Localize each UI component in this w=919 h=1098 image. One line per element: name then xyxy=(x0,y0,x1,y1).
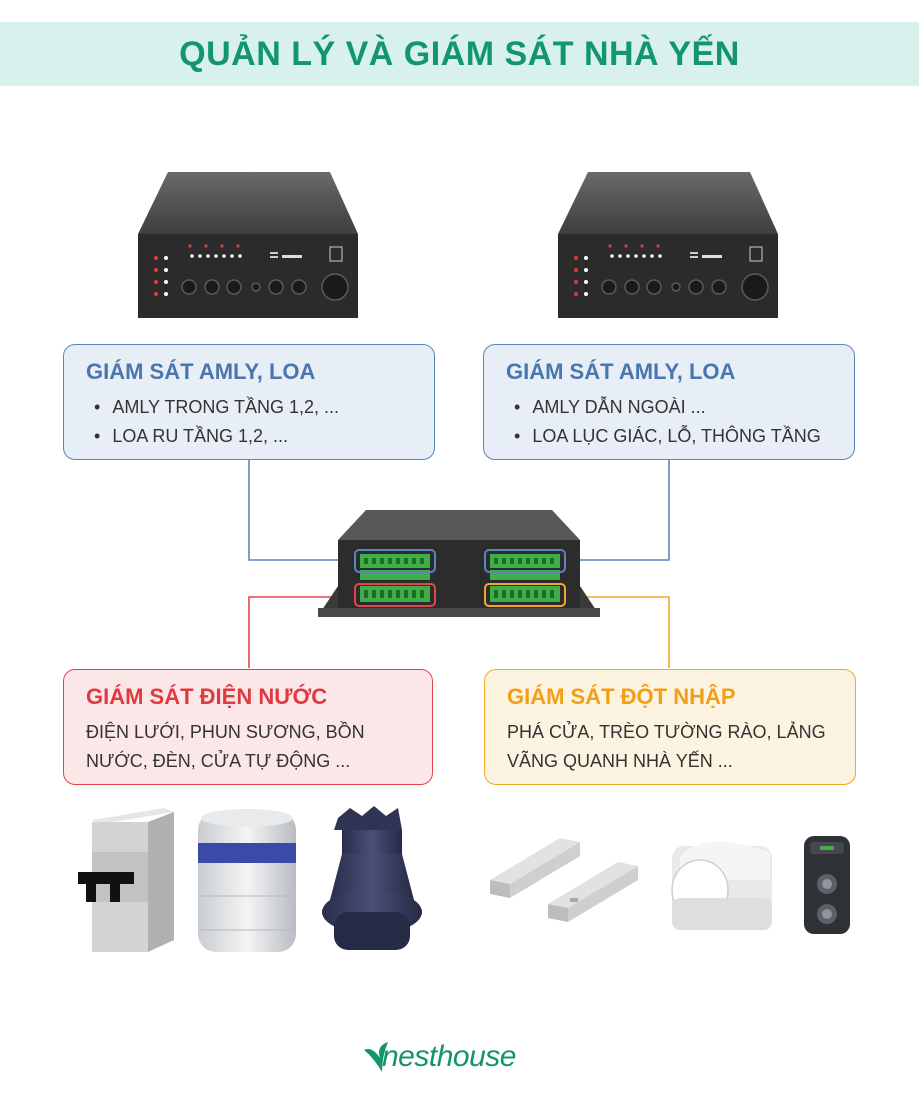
box-text-line: PHÁ CỬA, TRÈO TƯỜNG RÀO, LẢNG xyxy=(507,722,826,742)
beam-sensor-icon xyxy=(804,836,850,934)
amplifier-icon xyxy=(558,172,778,318)
box-title: GIÁM SÁT AMLY, LOA xyxy=(86,359,316,384)
motion-sensor-icon xyxy=(671,841,772,930)
door-magnetic-sensor-icon xyxy=(490,838,638,922)
nesthouse-logo-icon xyxy=(364,1042,388,1072)
mist-nozzle-icon xyxy=(322,806,422,950)
water-tank-icon xyxy=(198,809,296,952)
header-band xyxy=(0,22,919,86)
amp-monitor-box-left: GIÁM SÁT AMLY, LOA AMLY TRONG TẦNG 1,2, … xyxy=(63,344,435,460)
controller-hub-icon xyxy=(318,510,600,617)
amplifier-icon xyxy=(138,172,358,318)
box-text-line: VÃNG QUANH NHÀ YẾN ... xyxy=(507,751,733,771)
box-text-line: ĐIỆN LƯỚI, PHUN SƯƠNG, BỒN xyxy=(86,722,365,742)
box-title: GIÁM SÁT ĐIỆN NƯỚC xyxy=(86,684,328,709)
list-item: AMLY DẪN NGOÀI ... xyxy=(514,393,832,422)
box-text-line: NƯỚC, ĐÈN, CỬA TỰ ĐỘNG ... xyxy=(86,751,351,771)
list-item: LOA LỤC GIÁC, LỖ, THÔNG TẦNG xyxy=(514,422,832,451)
box-title: GIÁM SÁT AMLY, LOA xyxy=(506,359,736,384)
power-water-monitor-box: GIÁM SÁT ĐIỆN NƯỚC ĐIỆN LƯỚI, PHUN SƯƠNG… xyxy=(63,669,433,785)
list-item: LOA RU TẦNG 1,2, ... xyxy=(94,422,412,451)
list-item: AMLY TRONG TẦNG 1,2, ... xyxy=(94,393,412,422)
box-list: AMLY TRONG TẦNG 1,2, ... LOA RU TẦNG 1,2… xyxy=(86,393,412,451)
circuit-breaker-icon xyxy=(78,808,174,952)
box-list: AMLY DẪN NGOÀI ... LOA LỤC GIÁC, LỖ, THÔ… xyxy=(506,393,832,451)
intrusion-monitor-box: GIÁM SÁT ĐỘT NHẬP PHÁ CỬA, TRÈO TƯỜNG RÀ… xyxy=(484,669,856,785)
box-title: GIÁM SÁT ĐỘT NHẬP xyxy=(507,684,736,709)
page-title: QUẢN LÝ VÀ GIÁM SÁT NHÀ YẾN xyxy=(179,35,740,73)
brand-logo-text: nesthouse xyxy=(382,1040,516,1073)
terminal-block xyxy=(360,554,560,602)
amp-monitor-box-right: GIÁM SÁT AMLY, LOA AMLY DẪN NGOÀI ... LO… xyxy=(483,344,855,460)
